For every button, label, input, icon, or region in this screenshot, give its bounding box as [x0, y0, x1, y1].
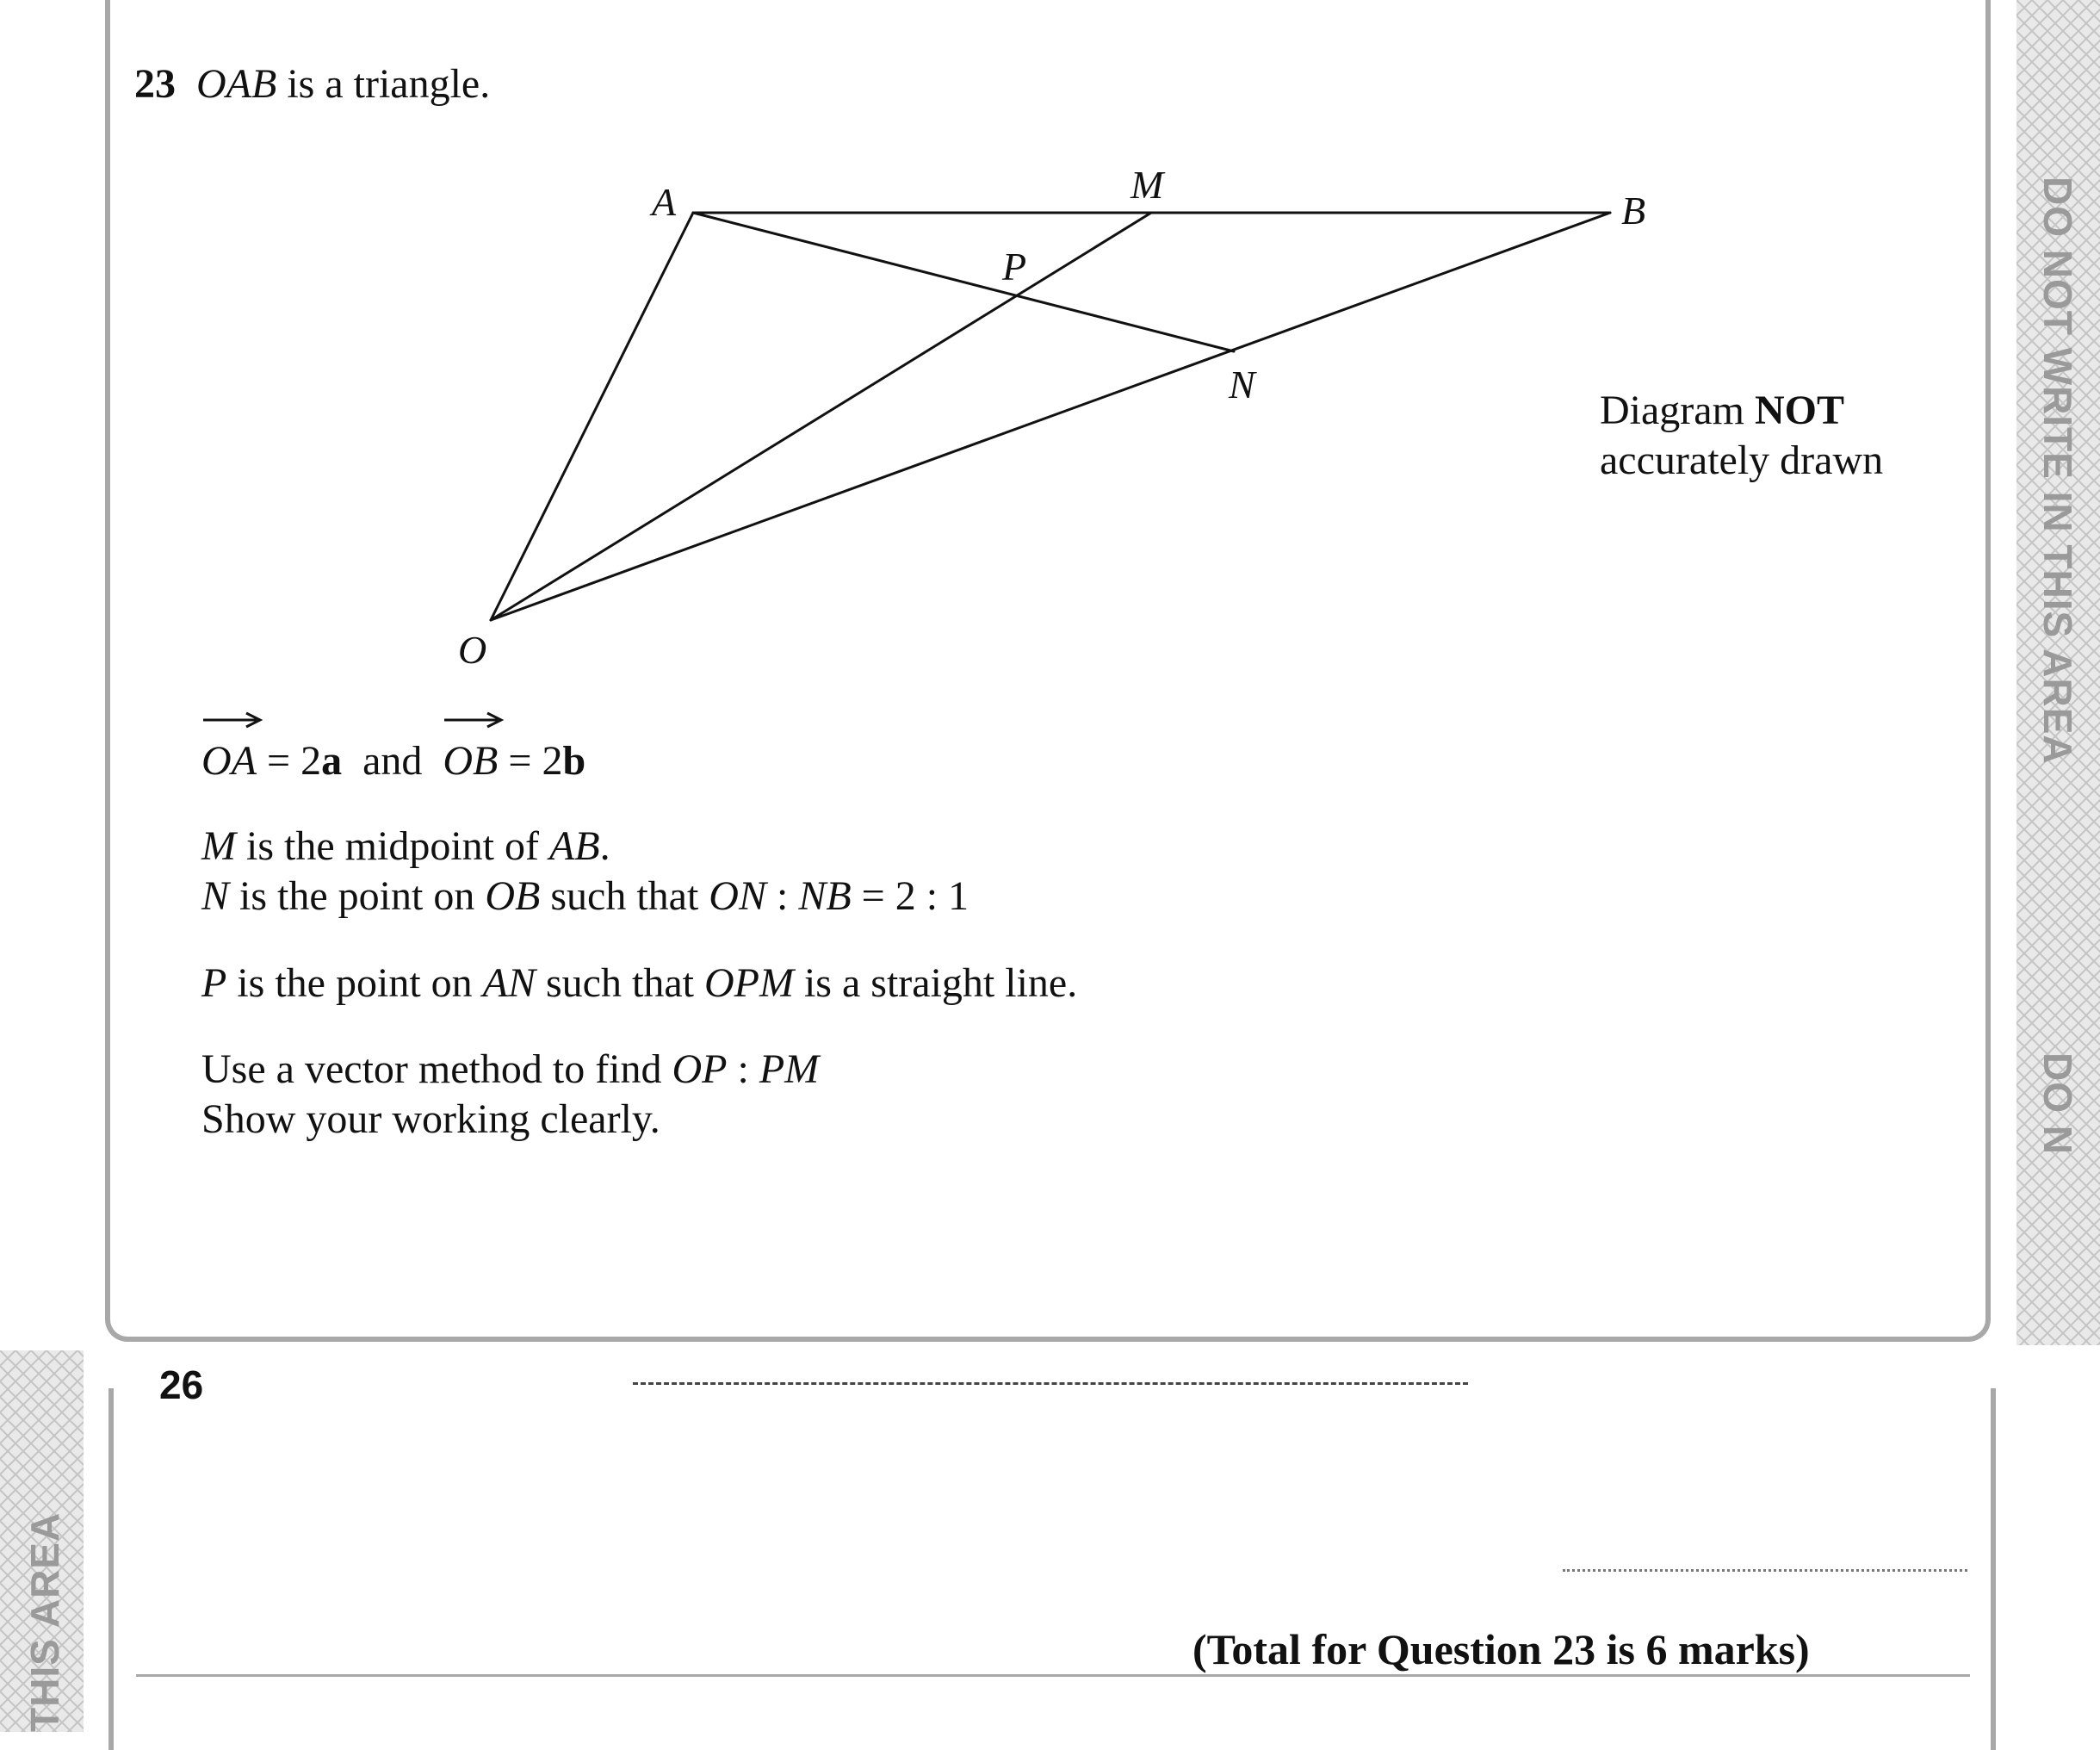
vector-oa: OA [201, 711, 263, 785]
diagram-note-text: Diagram [1600, 388, 1755, 433]
answer-line[interactable] [1563, 1569, 1967, 1572]
label-a: A [652, 180, 677, 224]
diagram-note-line2: accurately drawn [1600, 438, 1884, 483]
page-number: 26 [159, 1362, 204, 1407]
question-end-rule [136, 1674, 1970, 1677]
given-vectors: OA = 2a and OB = 2b [201, 711, 586, 785]
triangle-name: OAB [196, 61, 277, 107]
task-line1: Use a vector method to find OP : PM [201, 1046, 820, 1092]
line-an [691, 211, 1236, 353]
label-m: M [1131, 163, 1164, 207]
question-box [105, 0, 1991, 1342]
vector-arrow-icon [444, 711, 505, 729]
vector-ob: OB [443, 711, 505, 785]
margin-warning-right: DO NOT WRITE IN THIS AREA [2035, 177, 2080, 765]
diagram-note-not: NOT [1754, 388, 1844, 433]
margin-warning-left: THIS AREA [22, 1511, 67, 1732]
diagram-note: Diagram NOT accurately drawn [1600, 386, 1883, 486]
label-n: N [1229, 363, 1255, 406]
question-statement: is a triangle. [276, 61, 491, 107]
label-o: O [458, 628, 487, 672]
vector-oa-num: 2 [300, 738, 322, 784]
line-om [489, 211, 1153, 622]
question-number: 23 [134, 61, 176, 107]
label-p: P [1002, 245, 1027, 289]
vector-a: a [321, 738, 343, 784]
question-heading: 23 OAB is a triangle. [134, 60, 490, 108]
label-b: B [1621, 189, 1646, 233]
and-connector: and [362, 738, 423, 784]
total-marks: (Total for Question 23 is 6 marks) [1192, 1625, 1810, 1673]
vector-ob-num: 2 [542, 738, 563, 784]
vector-arrow-icon [203, 711, 263, 729]
answer-area [108, 1388, 1996, 1750]
line-ob [489, 211, 1612, 622]
crosshatch-pattern-left [0, 1350, 84, 1732]
task-line2: Show your working clearly. [201, 1096, 660, 1142]
line-oa [489, 211, 695, 622]
right-margin-strip [2016, 0, 2100, 1345]
crosshatch-pattern [2016, 0, 2100, 1345]
condition-n: N is the point on OB such that ON : NB =… [201, 873, 969, 919]
margin-warning-right-partial: DO N [2035, 1052, 2080, 1155]
condition-p: P is the point on AN such that OPM is a … [201, 960, 1078, 1006]
triangle-diagram [489, 211, 1612, 622]
condition-m: M is the midpoint of AB. [201, 823, 610, 869]
page-cut-line [633, 1382, 1468, 1385]
vector-b: b [562, 738, 586, 784]
left-margin-strip [0, 1350, 84, 1732]
